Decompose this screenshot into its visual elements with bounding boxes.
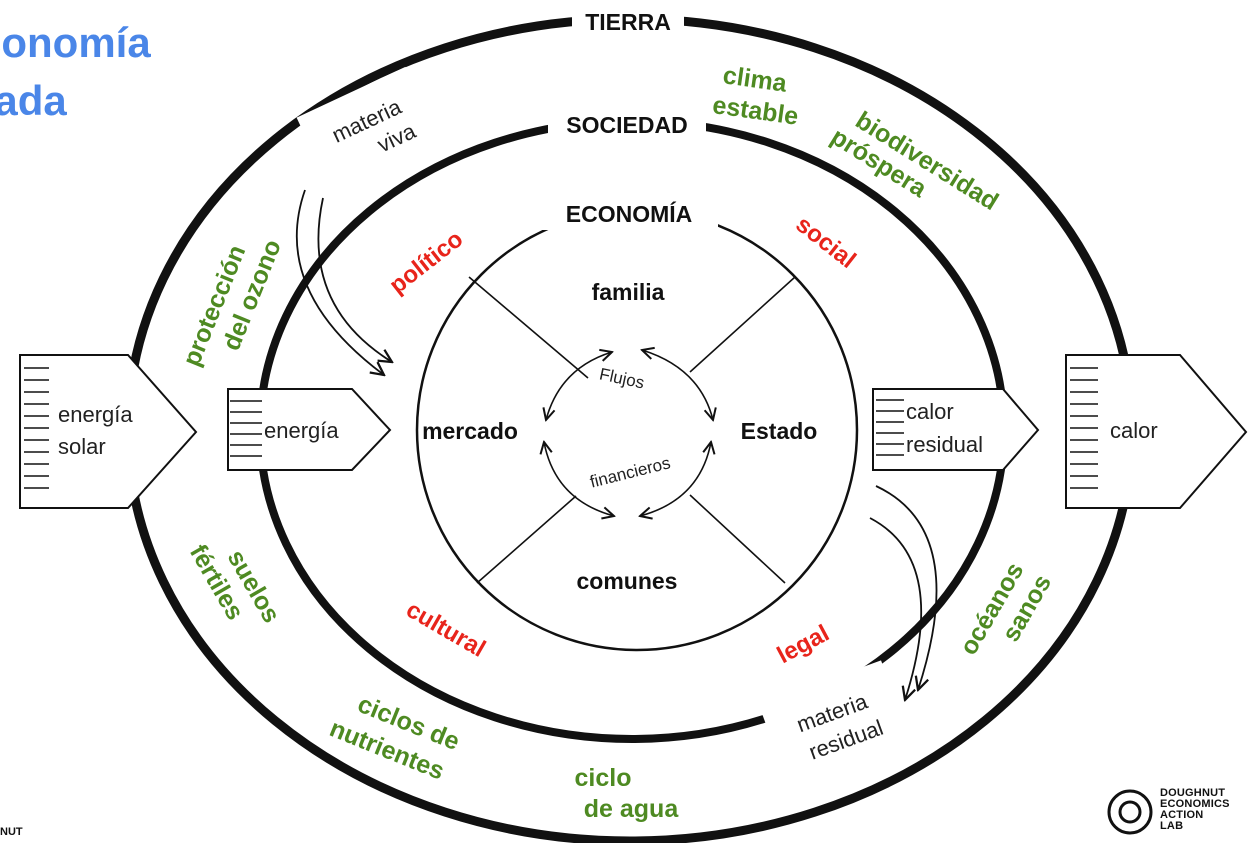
society-ring-label: SOCIEDAD — [566, 112, 687, 138]
flow-arrow — [544, 442, 614, 516]
waste-heat-label: calor — [906, 399, 954, 424]
earth-label-soils: suelos fértiles — [184, 540, 286, 628]
page-title: conomía rada — [0, 14, 151, 130]
sector-state: Estado — [741, 418, 818, 444]
economy-ring-label: ECONOMÍA — [566, 200, 693, 227]
society-social: social — [791, 211, 861, 274]
svg-text:ciclo: ciclo — [575, 764, 632, 792]
energy-input-arrow — [227, 388, 392, 471]
sector-divider — [476, 495, 577, 584]
earth-ring-label: TIERRA — [585, 9, 671, 35]
society-legal: legal — [773, 620, 834, 670]
waste-heat-label: residual — [906, 432, 983, 457]
flow-label-lower: financieros — [588, 453, 672, 491]
flow-arrow — [546, 352, 612, 420]
sector-family: familia — [592, 279, 665, 305]
solar-energy-label: energía — [58, 402, 133, 427]
waste-heat-arrow — [872, 388, 1040, 471]
page-title-line: conomía — [0, 19, 151, 66]
society-political: político — [384, 225, 468, 299]
living-matter-arrow — [295, 189, 384, 375]
heat-output-label: calor — [1110, 418, 1158, 443]
waste-matter-arrow — [875, 485, 938, 690]
doughnut-logo-icon — [1107, 789, 1153, 835]
sector-commons: comunes — [577, 568, 678, 594]
heat-output-hatching — [1070, 367, 1098, 489]
svg-text:estable: estable — [711, 91, 800, 131]
solar-energy-label: solar — [58, 434, 106, 459]
earth-label-oceans: océanos sanos — [954, 558, 1057, 660]
flow-label-upper: Flujos — [598, 364, 646, 392]
living-matter-arrow — [317, 197, 392, 362]
solar-energy-hatching — [24, 367, 49, 489]
sector-market: mercado — [422, 418, 518, 444]
waste-heat-hatching — [876, 399, 904, 456]
heat-output-arrow — [1065, 354, 1248, 509]
waste-matter-arrow — [869, 517, 923, 700]
flow-arrow — [640, 442, 711, 516]
society-cultural: cultural — [401, 596, 490, 663]
solar-energy-arrow — [19, 354, 198, 509]
page-title-line: rada — [0, 77, 67, 124]
logo-wordmark: DOUGHNUT ECONOMICS ACTION LAB — [1160, 787, 1230, 832]
sector-divider — [468, 276, 589, 379]
energy-input-label: energía — [264, 418, 339, 443]
doughnut-economics-logo: DOUGHNUT ECONOMICS ACTION LAB — [1106, 788, 1254, 838]
earth-label-water: ciclo de agua — [575, 764, 680, 823]
energy-input-hatching — [230, 400, 262, 457]
corner-logo-fragment: NUT — [0, 826, 23, 838]
svg-text:de agua: de agua — [584, 795, 680, 823]
sector-divider — [689, 494, 786, 584]
sector-divider — [689, 276, 796, 373]
flow-arrow — [642, 350, 713, 420]
earth-label-biodiversity: biodiversidad próspera — [826, 106, 1003, 216]
earth-label-climate: clima estable — [711, 61, 800, 131]
